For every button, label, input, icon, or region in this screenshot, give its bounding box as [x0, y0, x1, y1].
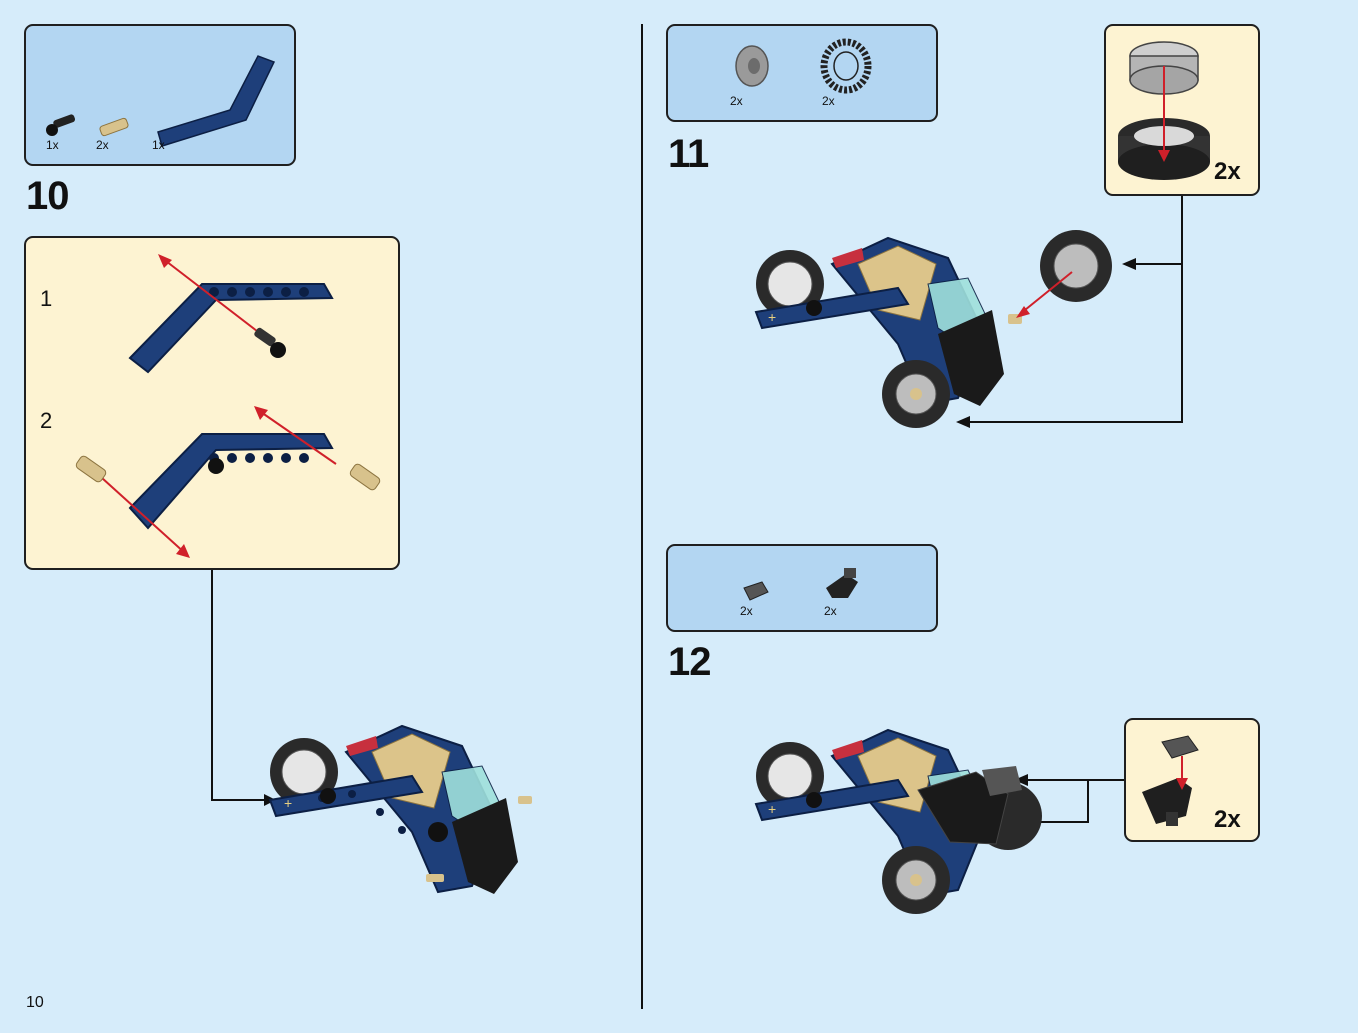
part-qty: 1x — [152, 138, 165, 152]
part-qty: 2x — [730, 94, 743, 108]
part-qty: 1x — [46, 138, 59, 152]
step-11-model-illustration: + — [754, 230, 1112, 428]
black-bracket-icon — [826, 568, 858, 598]
gray-rim-icon — [735, 45, 769, 87]
step-number: 12 — [668, 640, 711, 684]
black-tire-icon — [820, 38, 872, 94]
substep-number: 1 — [40, 286, 53, 311]
svg-text:+: + — [768, 309, 776, 325]
step-12-parts-list: 2x 2x — [666, 544, 938, 632]
part-qty: 2x — [822, 94, 835, 108]
step-11-wheel-callout: 2x — [1104, 24, 1260, 196]
wheel-assembly-illustration — [1118, 41, 1210, 180]
bracket-assembly-illustration — [1142, 735, 1199, 826]
substep-1-illustration — [128, 254, 334, 374]
svg-text:+: + — [284, 795, 292, 811]
black-pin-icon — [46, 114, 75, 136]
step-10-model-illustration: + — [268, 724, 532, 894]
step-11-parts-list: 2x 2x — [666, 24, 938, 122]
dark-gray-clip-icon — [743, 581, 769, 601]
part-qty: 2x — [96, 138, 109, 152]
step-12-model-illustration: + — [754, 728, 1042, 914]
step-10-parts-list: 1x 2x 1x — [24, 24, 296, 166]
multiplier-label: 2x — [1214, 158, 1241, 185]
part-qty: 2x — [740, 604, 753, 618]
tan-axle-pin-icon — [99, 117, 129, 137]
step-number: 11 — [668, 132, 709, 176]
page-number: 10 — [26, 994, 44, 1011]
substep-number: 2 — [40, 408, 53, 433]
step-10-subassembly-callout: 1 2 — [24, 236, 400, 570]
callout-connector-arrow — [956, 196, 1183, 428]
substep-2-illustration — [75, 406, 381, 558]
page-divider — [641, 24, 643, 1009]
part-qty: 2x — [824, 604, 837, 618]
blue-bent-beam-icon — [157, 55, 276, 147]
svg-text:+: + — [768, 801, 776, 817]
multiplier-label: 2x — [1214, 806, 1241, 833]
step-12-bracket-callout: 2x — [1124, 718, 1260, 842]
step-number: 10 — [26, 174, 69, 218]
